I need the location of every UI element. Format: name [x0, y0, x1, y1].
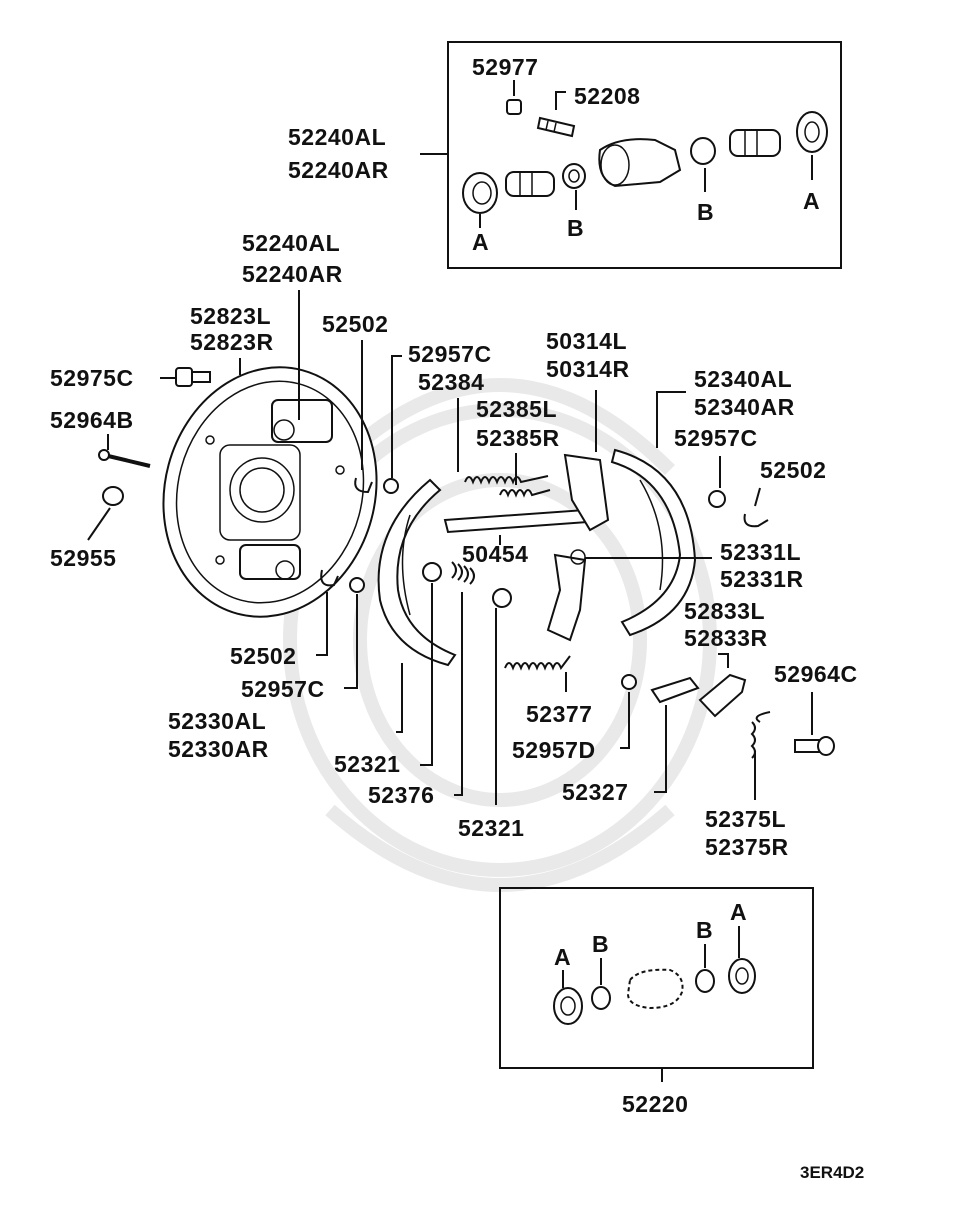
bottom-box: 52220 A B B A — [499, 887, 814, 1117]
parking-lever-icon — [563, 453, 610, 532]
label-strut-lever-2: 52331R — [720, 566, 804, 592]
spring-mid-icon — [451, 561, 475, 585]
label-clip-bottom: 52502 — [230, 643, 296, 669]
label-pin-right: 52964C — [774, 661, 858, 687]
spring-top-icon — [464, 475, 549, 485]
main-assembly: 52240AL 52240AR 52823L 52823R 52975C 529… — [50, 230, 858, 860]
piston-cup-a-icon — [462, 172, 498, 214]
adjuster-spring-icon — [499, 489, 551, 498]
top-box-label-2: 52240AR — [288, 157, 389, 183]
piston-b-icon — [562, 163, 586, 189]
label-cup-1: 52321 — [334, 751, 400, 777]
label-adj-lever-2: 52833R — [684, 625, 768, 651]
label-adjuster-2: 52385R — [476, 425, 560, 451]
label-cap: 52955 — [50, 545, 116, 571]
bottom-cylinder-outline-icon — [626, 968, 684, 1010]
label-shoe-right-1: 52340AL — [694, 366, 792, 392]
bleeder-cap-icon — [506, 99, 522, 115]
label-clip-top: 52502 — [322, 311, 388, 337]
pin-icon — [794, 736, 835, 756]
piston-b-right-icon — [690, 137, 716, 165]
washer-bottom-icon — [349, 577, 365, 593]
bottom-marker-a-left: A — [554, 944, 571, 970]
washer-d-icon — [621, 674, 637, 690]
bleeder-screw-icon — [536, 116, 576, 138]
part-label-52208: 52208 — [574, 83, 640, 109]
label-adjuster-1: 52385L — [476, 396, 557, 422]
label-wheel-cyl-1: 52240AL — [242, 230, 340, 256]
label-spring-adj-1: 52375L — [705, 806, 786, 832]
part-label-52977: 52977 — [472, 54, 538, 80]
label-lever-1: 50314L — [546, 328, 627, 354]
marker-b-right: B — [697, 199, 714, 225]
label-backing-plate-1: 52823L — [190, 303, 271, 329]
label-washer-bottom: 52957C — [241, 676, 325, 702]
piston-cup-a-right-icon — [796, 111, 828, 153]
bottom-marker-b-right: B — [696, 917, 713, 943]
bottom-cup-a-right-icon — [728, 958, 756, 994]
label-spring-lower: 52377 — [526, 701, 592, 727]
label-cup-2: 52321 — [458, 815, 524, 841]
piston-icon — [505, 171, 555, 197]
clip-bottom-icon — [320, 569, 339, 587]
diagram-code: 3ER4D2 — [800, 1163, 864, 1182]
piston-right-icon — [729, 129, 781, 157]
spring-lower-icon — [504, 655, 571, 671]
label-shoe-left-1: 52330AL — [168, 708, 266, 734]
link-icon — [650, 676, 700, 704]
label-bleeder: 52975C — [50, 365, 134, 391]
label-shoe-right-2: 52340AR — [694, 394, 795, 420]
label-spring-top: 52384 — [418, 369, 484, 395]
label-spring-mid: 52376 — [368, 782, 434, 808]
top-box: 52240AL 52240AR 52977 52208 A — [288, 41, 842, 269]
clip-top-icon — [354, 477, 373, 494]
label-lever-2: 50314R — [546, 356, 630, 382]
cup-right-icon — [492, 588, 512, 608]
watermark — [283, 378, 717, 892]
label-strut: 50454 — [462, 541, 528, 567]
bottom-box-frame — [499, 887, 814, 1069]
marker-a-left: A — [472, 229, 489, 255]
backing-plate-icon — [162, 366, 378, 618]
label-strut-lever-1: 52331L — [720, 539, 801, 565]
bleeder-fitting-icon — [175, 367, 211, 387]
label-adj-lever-1: 52833L — [684, 598, 765, 624]
strut-lever-icon — [546, 549, 587, 642]
bottom-piston-b-left-icon — [591, 986, 611, 1010]
bottom-piston-b-right-icon — [695, 969, 715, 993]
washer-top-icon — [383, 478, 399, 494]
wheel-cylinder-body-icon — [598, 138, 682, 188]
top-box-label-1: 52240AL — [288, 124, 386, 150]
marker-a-right: A — [803, 188, 820, 214]
label-clip-right: 52502 — [760, 457, 826, 483]
brake-shoe-left-icon — [377, 478, 457, 667]
label-bolt-left: 52964B — [50, 407, 134, 433]
bottom-box-label: 52220 — [622, 1091, 688, 1117]
bolt-icon — [98, 449, 151, 468]
marker-b-left: B — [567, 215, 584, 241]
clip-right-icon — [743, 513, 769, 528]
cap-icon — [102, 486, 124, 506]
spring-adj-icon — [750, 711, 771, 759]
label-wheel-cyl-2: 52240AR — [242, 261, 343, 287]
label-backing-plate-2: 52823R — [190, 329, 274, 355]
label-washer-d: 52957D — [512, 737, 596, 763]
label-spring-adj-2: 52375R — [705, 834, 789, 860]
washer-right-icon — [708, 490, 726, 508]
cup-left-icon — [422, 562, 442, 582]
adjuster-lever-icon — [698, 673, 747, 718]
label-shoe-left-2: 52330AR — [168, 736, 269, 762]
strut-icon — [443, 508, 590, 534]
bottom-marker-b-left: B — [592, 931, 609, 957]
label-washer-right: 52957C — [674, 425, 758, 451]
bottom-cup-a-left-icon — [553, 987, 583, 1025]
label-washer-top: 52957C — [408, 341, 492, 367]
bottom-marker-a-right: A — [730, 899, 747, 925]
brake-shoe-right-icon — [610, 448, 697, 637]
label-link: 52327 — [562, 779, 628, 805]
